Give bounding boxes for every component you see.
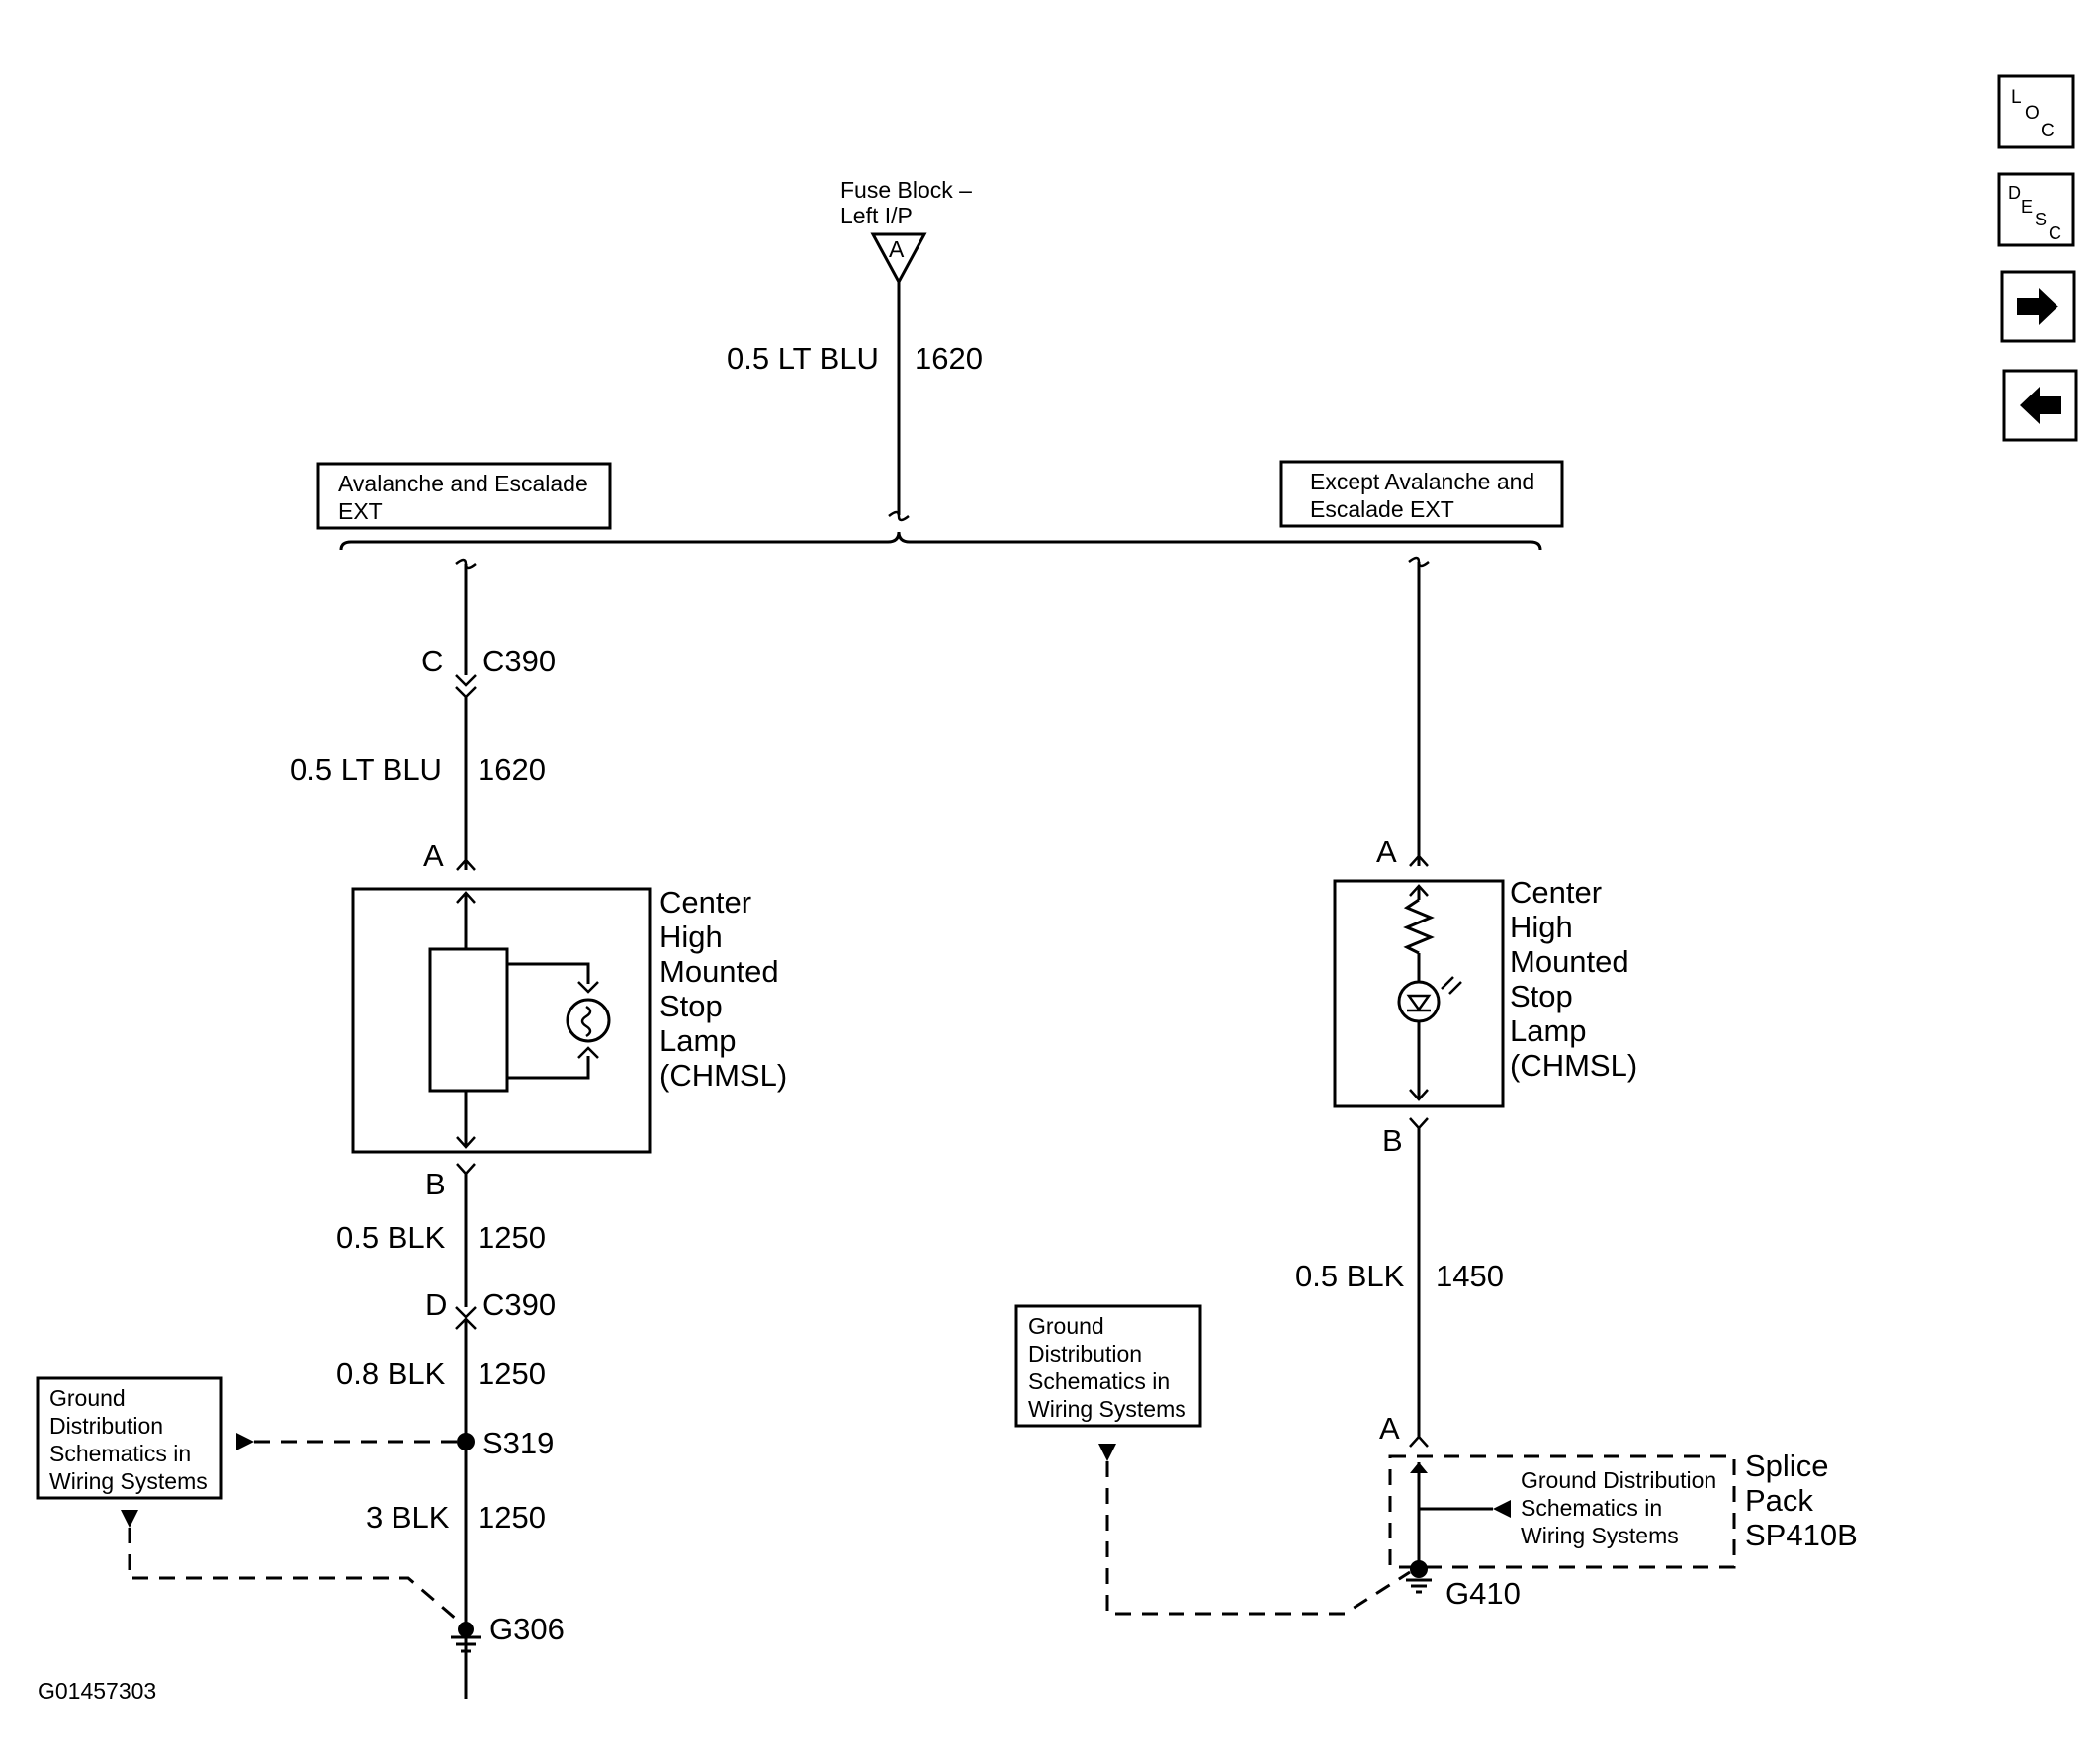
svg-text:Ground Distribution: Ground Distribution <box>1521 1467 1716 1493</box>
lamp-pin-b-left: B <box>425 1167 446 1201</box>
ground-g410-icon <box>1406 1578 1432 1594</box>
lamp-pin-a-right: A <box>1376 835 1397 869</box>
fuse-block-label-2: Left I/P <box>840 203 913 228</box>
prev-button[interactable] <box>2002 369 2078 442</box>
svg-text:Mounted: Mounted <box>659 954 779 989</box>
next-button[interactable] <box>2000 270 2076 343</box>
ground-ref-box-right: Ground Distribution Schematics in Wiring… <box>1014 1304 1202 1428</box>
svg-text:Lamp: Lamp <box>659 1023 737 1058</box>
svg-text:Distribution: Distribution <box>1028 1341 1142 1366</box>
svg-text:Lamp: Lamp <box>1510 1013 1587 1048</box>
led-icon <box>1397 980 1441 1023</box>
ground-ref-box-left: Ground Distribution Schematics in Wiring… <box>36 1376 223 1500</box>
wire-left-1620-size-color: 0.5 LT BLU <box>290 752 442 787</box>
svg-text:Ground: Ground <box>1028 1313 1104 1339</box>
ground-g306-label: G306 <box>489 1612 565 1646</box>
splice-s319-dot <box>457 1433 475 1450</box>
connector-top-pin: C <box>421 644 443 678</box>
wire-left-3-size-color: 3 BLK <box>366 1500 450 1535</box>
wire-left-1250-size-color: 0.5 BLK <box>336 1220 446 1255</box>
splice-s319-label: S319 <box>482 1426 554 1460</box>
option-box-left: Avalanche and Escalade EXT <box>316 462 612 530</box>
svg-text:Escalade EXT: Escalade EXT <box>1310 496 1454 522</box>
lamp-pin-a-left: A <box>423 838 444 873</box>
lamp-module-rect <box>428 947 509 1093</box>
right-branch: A Center High Mounted Stop Lamp (CHMSL) … <box>1014 556 1858 1616</box>
ref-arrow-left <box>236 1433 254 1450</box>
lamp-pin-b-right: B <box>1382 1123 1403 1158</box>
svg-text:Splice: Splice <box>1745 1449 1828 1483</box>
wire-left-3-circuit: 1250 <box>478 1500 546 1535</box>
svg-text:C: C <box>2049 223 2061 243</box>
svg-text:Schematics in: Schematics in <box>49 1441 191 1466</box>
svg-text:High: High <box>1510 910 1573 944</box>
fuse-block-label: Fuse Block – <box>840 177 972 203</box>
option-box-right: Except Avalanche and Escalade EXT <box>1279 460 1564 528</box>
splice-pack-pin: A <box>1379 1411 1400 1446</box>
connector-bottom-pin: D <box>425 1287 447 1322</box>
svg-text:Center: Center <box>659 885 751 920</box>
svg-text:Stop: Stop <box>1510 979 1573 1013</box>
lamp-pin-b-symbol-left <box>456 1163 476 1176</box>
wire-right-circuit: 1450 <box>1436 1259 1504 1293</box>
desc-button[interactable]: D E S C <box>1997 172 2075 247</box>
svg-text:Mounted: Mounted <box>1510 944 1629 979</box>
left-arrow-icon <box>2020 387 2061 424</box>
resistor-icon <box>1403 898 1435 955</box>
svg-text:Distribution: Distribution <box>49 1413 163 1439</box>
wire-left-0-8-circuit: 1250 <box>478 1357 546 1391</box>
svg-text:Ground: Ground <box>49 1385 126 1411</box>
right-arrow-icon <box>2017 288 2058 325</box>
left-branch: C C390 0.5 LT BLU 1620 A Center High Mou… <box>36 558 787 1699</box>
svg-text:Except Avalanche and: Except Avalanche and <box>1310 469 1534 494</box>
splice-pack-box <box>1388 1454 1736 1569</box>
svg-text:Schematics in: Schematics in <box>1028 1368 1170 1394</box>
fuse-terminal-letter: A <box>889 236 905 262</box>
wire-top-size-color: 0.5 LT BLU <box>727 341 879 376</box>
svg-text:L: L <box>2011 87 2022 108</box>
svg-text:Wiring Systems: Wiring Systems <box>49 1468 208 1494</box>
svg-text:Stop: Stop <box>659 989 723 1023</box>
connector-bottom-id: C390 <box>482 1287 556 1322</box>
wire-left-1250-circuit: 1250 <box>478 1220 546 1255</box>
svg-text:Pack: Pack <box>1745 1483 1813 1518</box>
figure-id: G01457303 <box>38 1678 156 1704</box>
svg-text:Avalanche and Escalade: Avalanche and Escalade <box>338 471 588 496</box>
wire-left-0-8-size-color: 0.8 BLK <box>336 1357 446 1391</box>
svg-text:E: E <box>2021 197 2033 217</box>
fuse-block-source: Fuse Block – Left I/P A <box>840 177 972 286</box>
svg-text:O: O <box>2025 103 2040 124</box>
svg-text:Wiring Systems: Wiring Systems <box>1521 1523 1679 1548</box>
svg-text:Center: Center <box>1510 875 1602 910</box>
bulb-icon <box>566 998 611 1043</box>
svg-text:High: High <box>659 920 723 954</box>
svg-text:SP410B: SP410B <box>1745 1518 1858 1552</box>
ground-g410-label: G410 <box>1445 1576 1521 1611</box>
svg-text:EXT: EXT <box>338 498 383 524</box>
wire-left-1620-circuit: 1620 <box>478 752 546 787</box>
wire-break-top <box>888 510 910 522</box>
svg-text:S: S <box>2035 210 2047 229</box>
wire-right-size-color: 0.5 BLK <box>1295 1259 1405 1293</box>
svg-text:Wiring Systems: Wiring Systems <box>1028 1396 1186 1422</box>
loc-button[interactable]: L O C <box>1997 74 2075 149</box>
connector-top-id: C390 <box>482 644 556 678</box>
connector-c390-c-symbol <box>455 674 477 699</box>
ground-g306-icon <box>451 1635 481 1653</box>
svg-text:Schematics in: Schematics in <box>1521 1495 1662 1521</box>
wire-top-circuit: 1620 <box>915 341 983 376</box>
svg-text:D: D <box>2008 183 2021 203</box>
lamp-pin-a-arrow-left <box>456 858 476 871</box>
option-bracket <box>339 531 1542 551</box>
svg-text:C: C <box>2041 121 2055 141</box>
svg-text:(CHMSL): (CHMSL) <box>1510 1048 1637 1083</box>
svg-text:(CHMSL): (CHMSL) <box>659 1058 787 1093</box>
fuse-terminal-symbol <box>870 232 927 286</box>
